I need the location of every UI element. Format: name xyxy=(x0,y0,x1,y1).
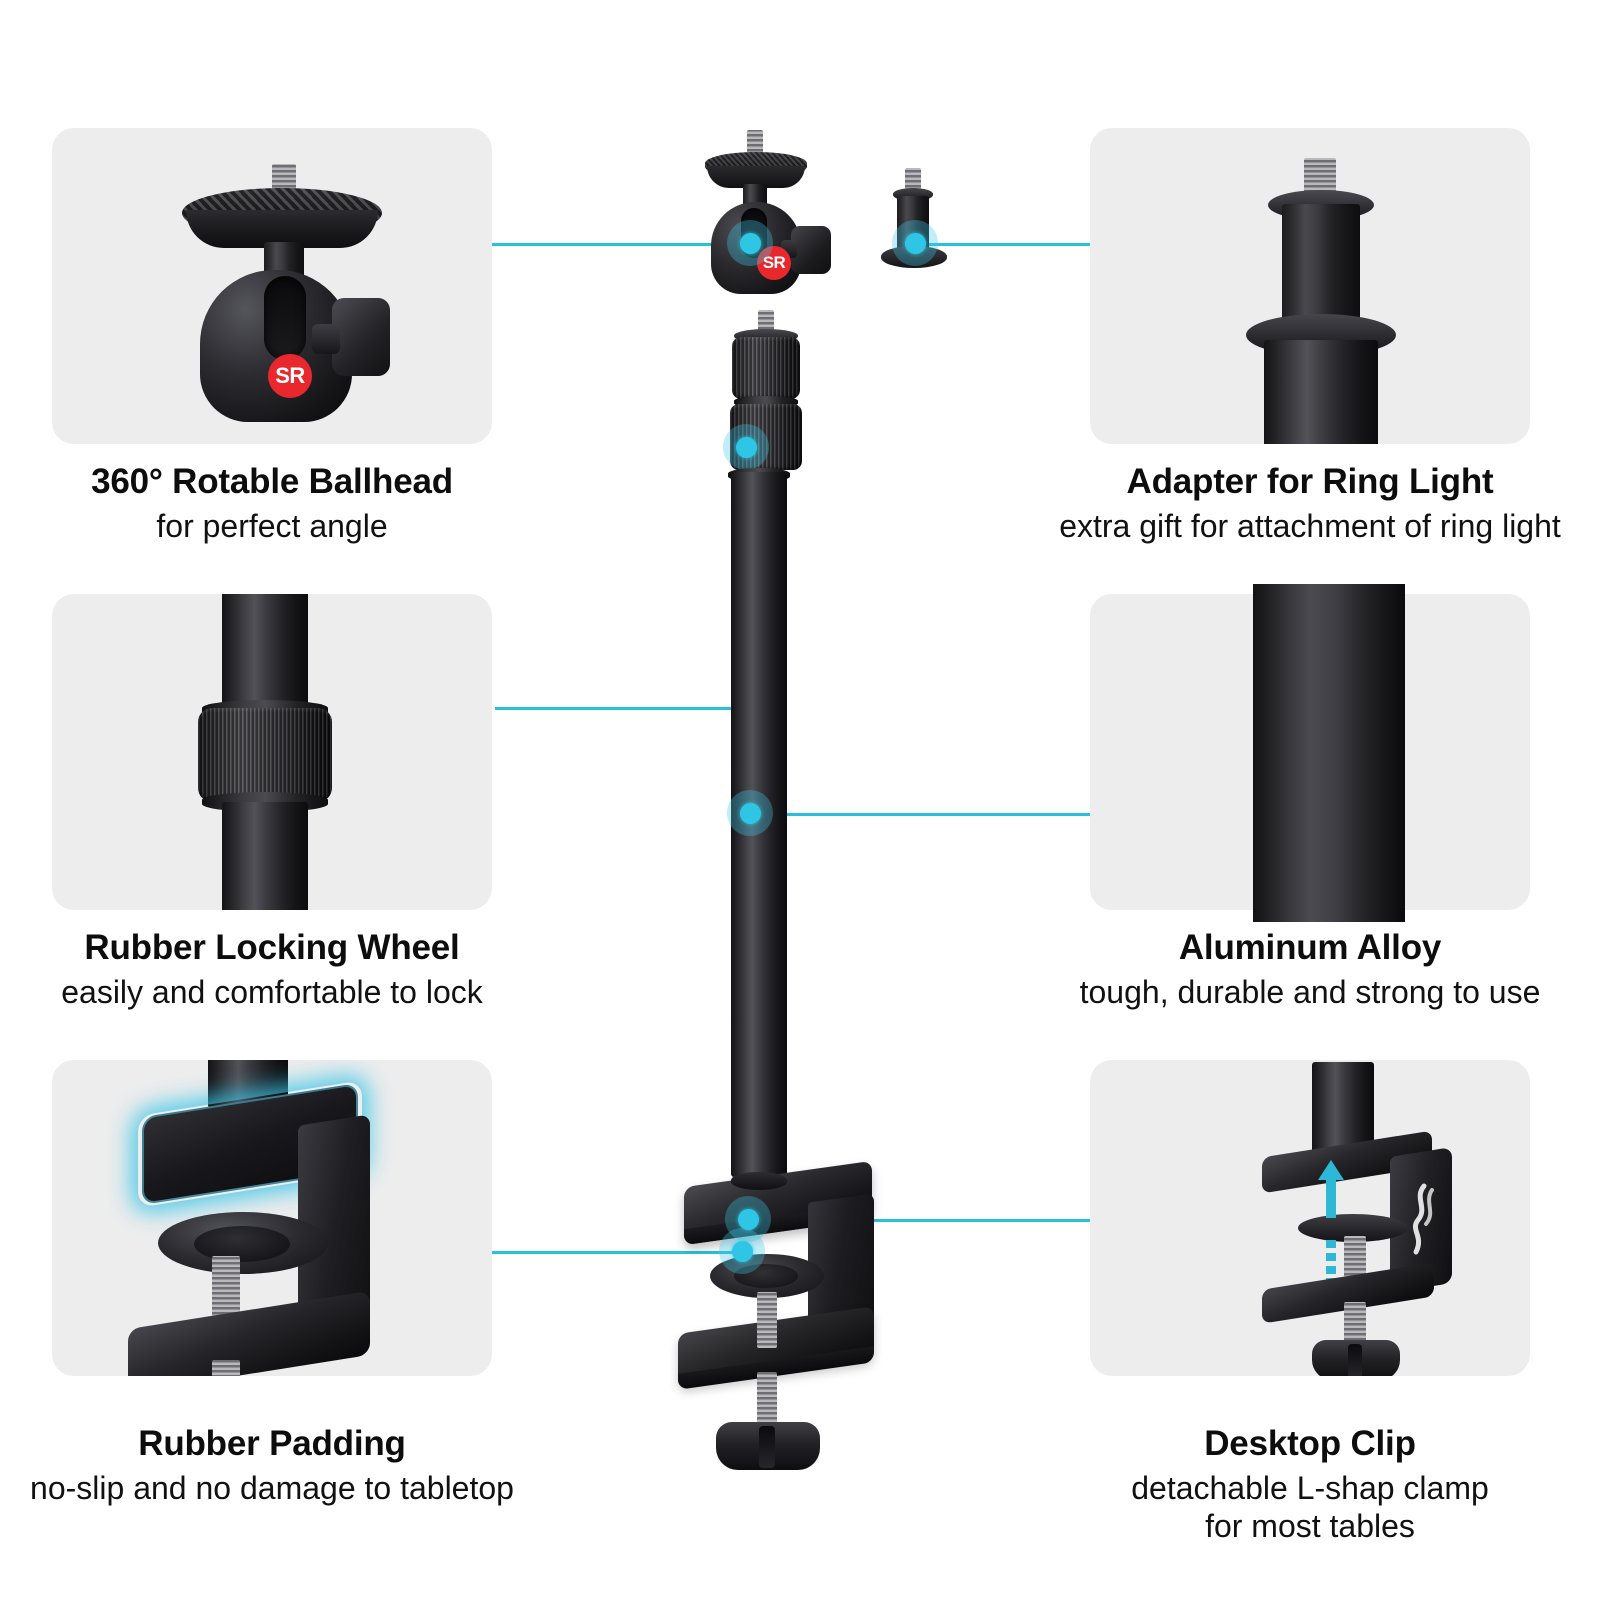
clip-card-screw-lower xyxy=(1344,1302,1366,1348)
hotspot-aluminum[interactable] xyxy=(727,790,773,836)
feature-subtitle-ballhead: for perfect angle xyxy=(156,508,388,545)
brand-logo-icon xyxy=(1412,1183,1434,1255)
feature-caption-desktop-clip: Desktop Clip detachable L-shap clamp for… xyxy=(1040,1424,1580,1546)
adapter-thread xyxy=(905,168,921,190)
ballhead-knob xyxy=(791,226,831,274)
locking-wheel-upper xyxy=(732,337,800,399)
feature-title-desktop-clip: Desktop Clip xyxy=(1204,1424,1416,1463)
feature-caption-ring-light-adapter: Adapter for Ring Light extra gift for at… xyxy=(1022,462,1598,546)
feature-caption-ballhead: 360° Rotable Ballhead for perfect angle xyxy=(32,462,512,546)
hotspot-ballhead[interactable] xyxy=(727,220,773,266)
card-ballhead-knob-stem xyxy=(312,324,340,354)
feature-title-locking-wheel: Rubber Locking Wheel xyxy=(84,928,460,967)
feature-subtitle-desktop-clip-line2: for most tables xyxy=(1205,1507,1415,1544)
feature-image-rubber-padding xyxy=(52,1060,492,1376)
pole-top-screw xyxy=(758,310,774,332)
card-locking-wheel xyxy=(198,708,332,802)
card-wheel-tube-upper xyxy=(222,594,308,714)
feature-caption-aluminum-alloy: Aluminum Alloy tough, durable and strong… xyxy=(1032,928,1588,1012)
feature-subtitle-rubber-padding: no-slip and no damage to tabletop xyxy=(30,1470,514,1507)
ballhead-top-screw xyxy=(747,130,763,154)
card-adapter-barrel xyxy=(1282,204,1360,328)
clamp-screw-upper xyxy=(757,1292,777,1348)
feature-caption-rubber-padding: Rubber Padding no-slip and no damage to … xyxy=(4,1424,540,1508)
feature-subtitle-aluminum-alloy: tough, durable and strong to use xyxy=(1079,974,1541,1011)
card-adapter-lower-tube xyxy=(1264,340,1378,444)
feature-caption-locking-wheel: Rubber Locking Wheel easily and comforta… xyxy=(6,928,538,1012)
hotspot-locking-wheel[interactable] xyxy=(723,424,769,470)
feature-image-ring-light-adapter xyxy=(1090,128,1530,444)
connector-line-ballhead xyxy=(492,243,750,246)
feature-image-desktop-clip xyxy=(1090,1060,1530,1376)
aluminum-closeup-tube xyxy=(1253,584,1405,922)
card-ballhead-knob xyxy=(332,298,390,376)
clamp-pole-socket xyxy=(731,1172,787,1190)
card-ballhead-plate-skirt xyxy=(186,210,378,248)
connector-line-desktop-clip xyxy=(748,1219,1110,1222)
card-sr-badge: SR xyxy=(268,354,312,398)
center-product-assembly: SR xyxy=(640,120,970,1470)
connector-line-rubber-padding xyxy=(492,1251,742,1254)
feature-title-rubber-padding: Rubber Padding xyxy=(138,1424,406,1463)
feature-subtitle-locking-wheel: easily and comfortable to lock xyxy=(61,974,483,1011)
clamp-thumb-knob-notch xyxy=(759,1426,775,1468)
pad-card-disc-inner xyxy=(194,1226,290,1262)
ballhead-plate-skirt xyxy=(707,166,805,188)
clip-card-thumb-knob-notch xyxy=(1348,1344,1362,1376)
feature-title-ring-light-adapter: Adapter for Ring Light xyxy=(1126,462,1494,501)
feature-title-aluminum-alloy: Aluminum Alloy xyxy=(1178,928,1442,967)
card-ballhead-socket xyxy=(264,276,306,360)
pad-card-screw-lower xyxy=(212,1360,240,1376)
connector-line-aluminum xyxy=(750,813,1110,816)
center-desktop-clamp xyxy=(658,1150,908,1470)
feature-subtitle-desktop-clip-line1: detachable L-shap clamp xyxy=(1131,1470,1489,1507)
connector-line-lockwheel-horizontal xyxy=(495,707,749,710)
clamp-screw-lower xyxy=(757,1372,777,1432)
connector-line-adapter xyxy=(920,243,1110,246)
hotspot-adapter[interactable] xyxy=(892,220,938,266)
feature-image-locking-wheel xyxy=(52,594,492,910)
card-wheel-tube-lower xyxy=(222,802,308,910)
hotspot-rubber-pad[interactable] xyxy=(719,1228,765,1274)
feature-title-ballhead: 360° Rotable Ballhead xyxy=(91,462,453,501)
feature-subtitle-ring-light-adapter: extra gift for attachment of ring light xyxy=(1059,508,1561,545)
adjust-up-arrow-icon xyxy=(1318,1160,1344,1218)
feature-image-ballhead: SR xyxy=(52,128,492,444)
center-ballhead: SR xyxy=(695,130,835,300)
pad-card-bottom-arm xyxy=(128,1290,370,1376)
